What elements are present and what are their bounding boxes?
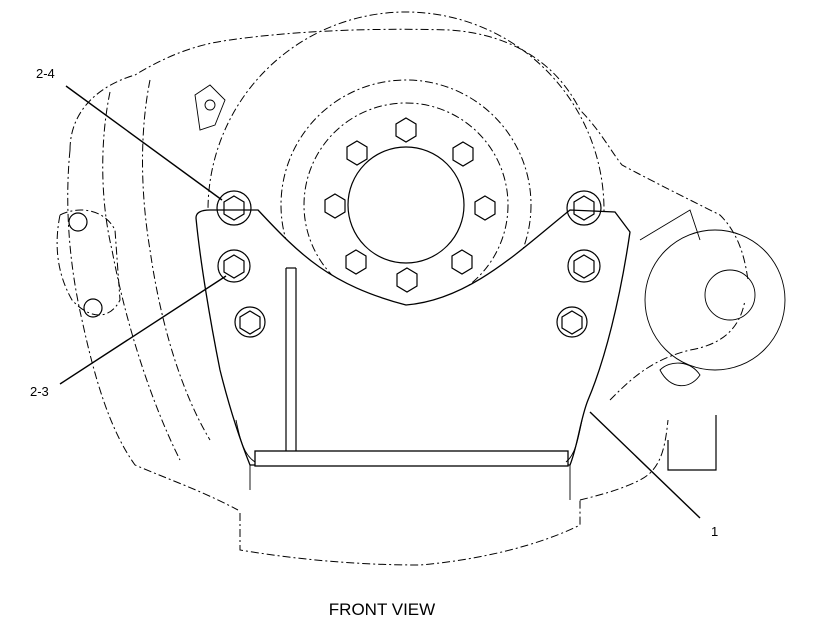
callout-label-2-4: 2-4 — [36, 66, 55, 81]
flywheel-bolt-circle — [324, 117, 496, 293]
bolt-low-right — [556, 306, 588, 338]
leader-line-2-4 — [65, 85, 223, 201]
callout-label-1: 1 — [711, 524, 719, 539]
starter-motor — [639, 209, 786, 471]
callout-label-2-3: 2-3 — [30, 384, 49, 399]
leader-line-1 — [589, 411, 701, 519]
view-title: FRONT VIEW — [328, 600, 436, 619]
mounting-bracket — [195, 209, 631, 500]
bolt-upper-right — [566, 190, 602, 226]
bolt-mid-right — [567, 249, 601, 283]
bolt-mid-left — [217, 249, 251, 283]
lifting-bracket — [194, 84, 226, 131]
bolt-upper-left — [216, 190, 252, 226]
bolt-low-left — [234, 306, 266, 338]
bracket-bolts — [216, 190, 602, 338]
leader-line-2-3 — [59, 275, 227, 385]
engine-housing-outline — [56, 28, 749, 566]
